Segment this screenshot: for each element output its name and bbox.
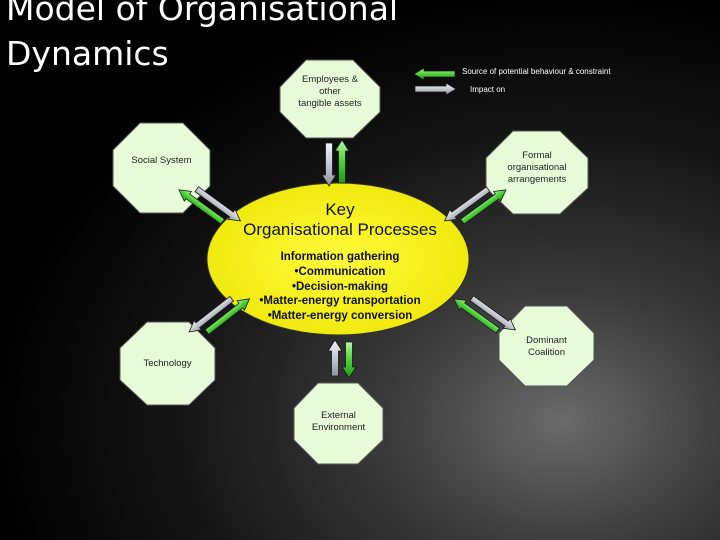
key-processes-title: Key Organisational Processes	[215, 200, 465, 240]
formal-arrangements-label: Formal organisational arrangements	[486, 150, 588, 186]
external-label-line-2: Environment	[311, 422, 366, 433]
formal-source-arrow	[460, 189, 507, 225]
social-system-connector	[178, 186, 242, 225]
dominant-impact-arrow	[469, 295, 517, 331]
dominant-coalition-node	[498, 305, 595, 387]
external-connector	[327, 339, 357, 379]
employees-connector	[321, 139, 350, 187]
technology-label: Technology	[143, 358, 192, 369]
key-processes-title-line-1: Key	[325, 200, 355, 219]
legend-impact-label: Impact on	[470, 85, 506, 94]
social-impact-arrow	[194, 186, 242, 222]
legend-source-arrow	[413, 67, 456, 81]
technology-connector	[188, 295, 251, 335]
slide-title-line-2: Dynamics	[6, 34, 169, 73]
formal-label-line-3: arrangements	[507, 174, 567, 185]
employees-label-line-2: other	[319, 86, 341, 97]
dominant-coalition-connector	[453, 295, 517, 334]
key-processes-ellipse	[206, 182, 470, 336]
formal-label-line-2: organisational	[507, 162, 567, 173]
social-system-label: Social System	[131, 155, 192, 166]
external-environment-node	[293, 382, 384, 465]
employees-source-arrow	[334, 139, 350, 184]
process-item: Information gathering	[280, 251, 400, 263]
dominant-label-line-2: Coalition	[528, 347, 565, 358]
employees-node	[279, 59, 381, 139]
employees-label-line-1: Employees &	[302, 74, 358, 85]
legend-impact-arrow	[414, 82, 457, 96]
external-environment-label: External Environment	[294, 410, 383, 434]
formal-impact-arrow	[443, 186, 491, 222]
external-impact-arrow	[327, 339, 343, 377]
employees-label-line-3: tangible assets	[298, 98, 362, 109]
slide-title: Model of Organisational Dynamics	[6, 0, 398, 76]
process-item: •Decision-making	[291, 280, 389, 293]
process-item: •Communication	[294, 265, 386, 278]
employees-impact-arrow	[321, 142, 337, 187]
technology-source-arrow	[204, 298, 251, 335]
key-processes-list: Information gathering •Communication •De…	[215, 250, 465, 324]
formal-arrangements-connector	[443, 186, 507, 225]
slide-title-line-1: Model of Organisational	[6, 0, 399, 28]
key-processes-title-line-2: Organisational Processes	[243, 220, 437, 239]
dominant-source-arrow	[453, 298, 500, 334]
technology-impact-arrow	[188, 295, 235, 333]
formal-label-line-1: Formal	[522, 150, 552, 161]
social-source-arrow	[178, 189, 225, 225]
formal-arrangements-node	[485, 130, 589, 215]
employees-label: Employees & other tangible assets	[280, 74, 380, 110]
dominant-coalition-label: Dominant Coalition	[499, 335, 594, 359]
external-label-line-1: External	[321, 410, 356, 421]
external-source-arrow	[341, 341, 357, 379]
process-item: •Matter-energy conversion	[267, 310, 413, 323]
process-item: •Matter-energy transportation	[259, 295, 421, 308]
dominant-label-line-1: Dominant	[526, 335, 567, 346]
legend-source-label: Source of potential behaviour & constrai…	[462, 67, 611, 76]
